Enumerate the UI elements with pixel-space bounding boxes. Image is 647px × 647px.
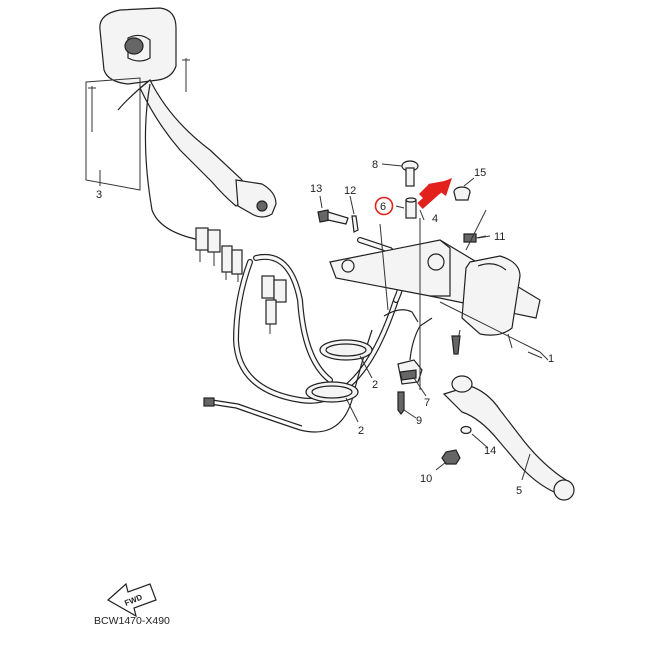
- callout-6: 6: [380, 201, 386, 213]
- red-arrow-shaft-icon: [417, 187, 441, 209]
- washer-part-14: [460, 425, 472, 435]
- callout-12: 12: [344, 185, 356, 197]
- callout-11: 11: [494, 231, 505, 243]
- callout-7: 7: [424, 397, 430, 409]
- leader-lines: [99, 163, 543, 481]
- handlebar-switch-part-3: [85, 7, 277, 241]
- cable-clamp-part-2a: [319, 339, 373, 361]
- adjuster-line: [465, 209, 487, 251]
- callout-3: 3: [96, 189, 102, 201]
- callout-1: 1: [548, 353, 554, 365]
- callout-4: 4: [432, 213, 438, 225]
- bolt-part-8: [401, 160, 419, 187]
- callout-9: 9: [416, 415, 422, 427]
- collar-part-6: [405, 197, 417, 219]
- nut-part-10: [441, 449, 461, 465]
- callout-2b: 2: [358, 425, 364, 437]
- callout-10: 10: [420, 473, 432, 485]
- red-arrow-head-icon: [432, 178, 452, 196]
- bolt-part-13: [317, 209, 349, 225]
- callout-14: 14: [484, 445, 496, 457]
- clutch-switch-part-7: [383, 309, 433, 385]
- screw-part-9: [397, 391, 405, 415]
- screw-part-11: [463, 233, 487, 243]
- callout-5: 5: [516, 485, 522, 497]
- clutch-bracket-part-1: [329, 239, 549, 361]
- fwd-arrow-icon: FWD: [106, 582, 157, 618]
- connector-block-lower: [261, 275, 287, 334]
- clutch-lever-part-5: [442, 375, 575, 501]
- callout-8: 8: [372, 159, 378, 171]
- callout-13: 13: [310, 183, 322, 195]
- connector-block-upper: [195, 227, 243, 282]
- cable-clamp-part-2b: [305, 381, 359, 403]
- clip-part-12: [351, 215, 359, 233]
- diagram-code: BCW1470-X490: [94, 615, 170, 627]
- callout-2a: 2: [372, 379, 378, 391]
- cap-part-15: [453, 186, 471, 201]
- highlight-circle-part-6: [374, 196, 394, 216]
- callout-15: 15: [474, 167, 486, 179]
